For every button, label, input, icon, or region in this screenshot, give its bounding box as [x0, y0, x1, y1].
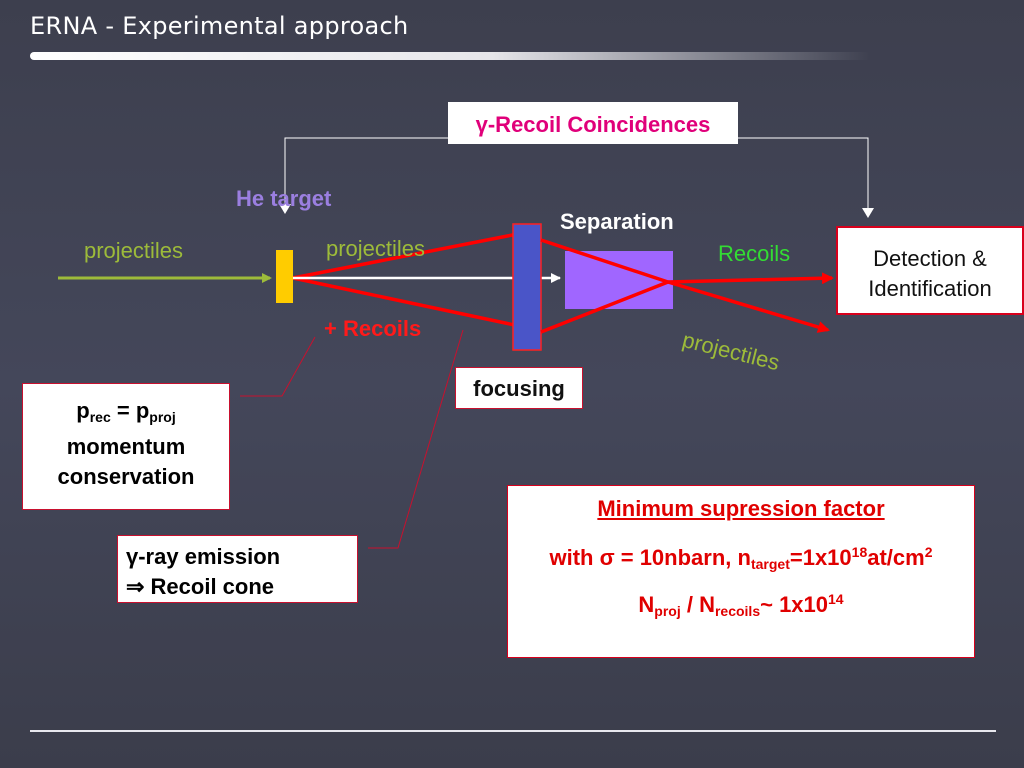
momentum-text: prec = pproj momentum conservation — [23, 396, 229, 492]
recoil-cone-lower — [292, 276, 540, 334]
suppression-ratio: Nproj / Nrecoils~ 1x1014 — [508, 591, 974, 619]
suppression-heading: Minimum supression factor — [597, 496, 885, 521]
focusing-label: focusing — [473, 376, 565, 401]
detection-line2: Identification — [868, 276, 992, 301]
slide-title: ERNA - Experimental approach — [30, 12, 409, 40]
exp2: 2 — [924, 544, 933, 560]
exp18: 18 — [851, 544, 868, 560]
detection-text: Detection & Identification — [838, 244, 1022, 304]
gamma-emission-box: γ-ray emission ⇒ Recoil cone — [117, 535, 358, 603]
gamma-line1: γ-ray emission — [126, 544, 281, 569]
exp14: 14 — [828, 591, 844, 607]
footer-rule — [30, 730, 996, 732]
coincidences-label: γ-Recoil Coincidences — [475, 112, 711, 137]
coincidence-bracket-right — [738, 137, 869, 212]
recoil-cone-upper — [292, 226, 540, 280]
gamma-text: γ-ray emission ⇒ Recoil cone — [126, 542, 280, 602]
title-underline — [30, 52, 870, 60]
momentum-proj-sub: proj — [149, 409, 176, 425]
momentum-rec-sub: rec — [89, 409, 111, 425]
recoils-label: Recoils — [718, 241, 791, 266]
momentum-line3: conservation — [57, 464, 195, 489]
suppression-box: Minimum supression factor with σ = 10nba… — [507, 485, 975, 658]
detection-box: Detection & Identification — [836, 226, 1024, 315]
coincidences-box: γ-Recoil Coincidences — [448, 102, 738, 144]
he-target — [276, 250, 293, 303]
ratio-slash: / N — [680, 592, 715, 617]
projectiles-in-label: projectiles — [84, 238, 184, 263]
separation-label: Separation — [560, 209, 674, 234]
value-a: =1x10 — [789, 545, 852, 570]
unit-a: at/cm — [867, 545, 925, 570]
projectiles-output — [667, 280, 830, 333]
focusing-lens — [512, 223, 542, 351]
recoil-converge-lower — [540, 280, 669, 334]
projectiles-mid-label: projectiles — [326, 236, 426, 261]
gamma-line2: ⇒ Recoil cone — [126, 574, 275, 599]
ratio-approx: ~ 1x10 — [760, 592, 829, 617]
momentum-equals: = p — [110, 398, 150, 423]
momentum-line2: momentum — [66, 434, 186, 459]
callout-gamma — [368, 329, 464, 549]
coincidence-arrow-right — [862, 208, 874, 218]
separator-block — [565, 251, 673, 309]
momentum-p: p — [76, 398, 90, 423]
recoils-output — [667, 272, 834, 285]
momentum-box: prec = pproj momentum conservation — [22, 383, 230, 510]
proj-sub: proj — [654, 603, 681, 619]
detection-line1: Detection & — [873, 246, 987, 271]
callout-momentum — [240, 336, 316, 397]
coincidence-arrow-left — [279, 204, 291, 214]
recoils-sub: recoils — [714, 603, 761, 619]
n-proj: N — [638, 592, 655, 617]
focusing-box: focusing — [455, 367, 583, 409]
recoil-converge-upper — [540, 238, 669, 284]
recoils-plus-label: + Recoils — [324, 316, 422, 341]
target-sub: target — [750, 556, 790, 572]
suppression-cross-section: with σ = 10nbarn, ntarget=1x1018at/cm2 — [508, 544, 974, 572]
sigma-prefix: with σ = 10nbarn, n — [549, 545, 751, 570]
he-target-label: He target — [236, 186, 332, 211]
coincidence-bracket — [284, 137, 448, 205]
